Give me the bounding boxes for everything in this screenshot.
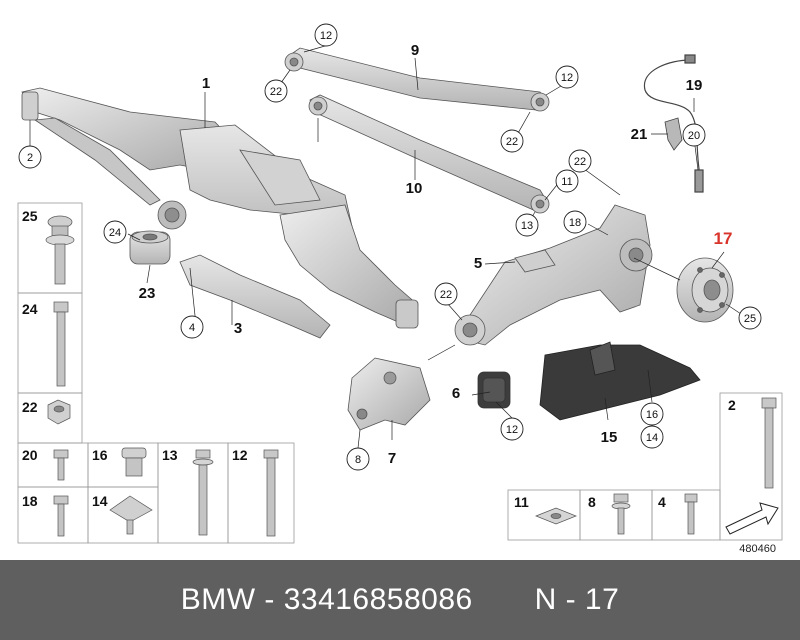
fastener-legend-labels: 25 24 22 20 16 13 12 18 14 [22,208,248,509]
legend-12: 12 [232,447,248,463]
callout-8: 8 [346,447,370,471]
label-3: 3 [234,320,242,337]
svg-text:18: 18 [569,217,581,229]
legend-2: 2 [728,397,736,413]
label-23: 23 [139,285,156,302]
legend-18: 18 [22,493,38,509]
legend-24: 24 [22,301,38,317]
legend-22: 22 [22,399,38,415]
legend-4: 4 [658,494,666,510]
callout-20: 20 [682,123,706,147]
label-19: 19 [686,77,703,94]
label-21: 21 [631,126,648,143]
parts-diagram: 2 4 12 22 12 22 22 11 13 18 20 22 [17,23,783,555]
label-1: 1 [202,75,210,92]
trailing-arm [454,204,653,346]
svg-text:12: 12 [320,30,332,42]
fastener-drawings-left [45,215,279,537]
callout-12-mount: 12 [500,417,524,441]
sensor-bracket [664,117,683,151]
callout-14: 14 [640,425,664,449]
svg-text:24: 24 [109,227,121,239]
callout-24: 24 [103,220,127,244]
label-6: 6 [452,385,460,402]
callout-25-hub: 25 [738,306,762,330]
svg-text:12: 12 [506,424,518,436]
callout-12-right: 12 [555,65,579,89]
label-7: 7 [388,450,396,467]
leader-lines [29,45,745,449]
callout-12-top: 12 [314,23,338,47]
legend-14: 14 [92,493,108,509]
callout-16: 16 [640,402,664,426]
callout-11: 11 [555,169,579,193]
underbody-cover [539,341,701,421]
upper-control-arm [284,47,550,112]
rear-subframe [21,87,419,329]
svg-text:11: 11 [561,176,572,188]
mounting-bracket [347,357,431,431]
svg-text:22: 22 [506,136,518,148]
lower-control-arm [308,94,550,214]
legend-8: 8 [588,494,596,510]
svg-text:16: 16 [646,409,658,421]
svg-text:4: 4 [189,322,195,334]
label-9: 9 [411,42,419,59]
svg-text:13: 13 [521,220,533,232]
legend-13: 13 [162,447,178,463]
drawing-number: 480460 [739,543,776,555]
label-15: 15 [601,429,618,446]
callout-18: 18 [563,210,587,234]
part-number-footer: BMW - 33416858086 N - 17 [0,560,800,640]
legend-11: 11 [514,494,529,510]
svg-text:17: 17 [714,229,733,248]
reinforcement-brace [179,254,331,339]
fastener-legend-right [507,392,783,541]
svg-text:12: 12 [561,72,573,84]
callout-4: 4 [180,315,204,339]
label-10: 10 [406,180,423,197]
rubber-mount [477,371,511,409]
legend-20: 20 [22,447,38,463]
svg-text:8: 8 [355,454,361,466]
svg-text:25: 25 [744,313,756,325]
fastener-legend-left [17,202,295,544]
legend-25: 25 [22,208,38,224]
svg-text:22: 22 [270,86,282,98]
callout-22-lower: 22 [434,282,458,306]
fastener-drawings-right [535,397,779,535]
callout-22-mid: 22 [500,129,524,153]
svg-text:2: 2 [27,152,33,164]
highlight-label-17: 17 [707,227,740,249]
svg-text:20: 20 [688,130,700,142]
callout-22-left: 22 [264,79,288,103]
legend-16: 16 [92,447,108,463]
footer-text: BMW - 33416858086 N - 17 [180,583,620,616]
svg-text:22: 22 [440,289,452,301]
callout-2: 2 [18,145,42,169]
wheel-hub [676,257,734,323]
fastener-legend-right-labels: 11 8 4 2 [514,397,736,510]
svg-text:22: 22 [574,156,586,168]
label-5: 5 [474,255,482,272]
subframe-bushing [129,230,171,265]
callout-13: 13 [515,213,539,237]
callout-22-right: 22 [568,149,592,173]
svg-text:14: 14 [646,432,658,444]
